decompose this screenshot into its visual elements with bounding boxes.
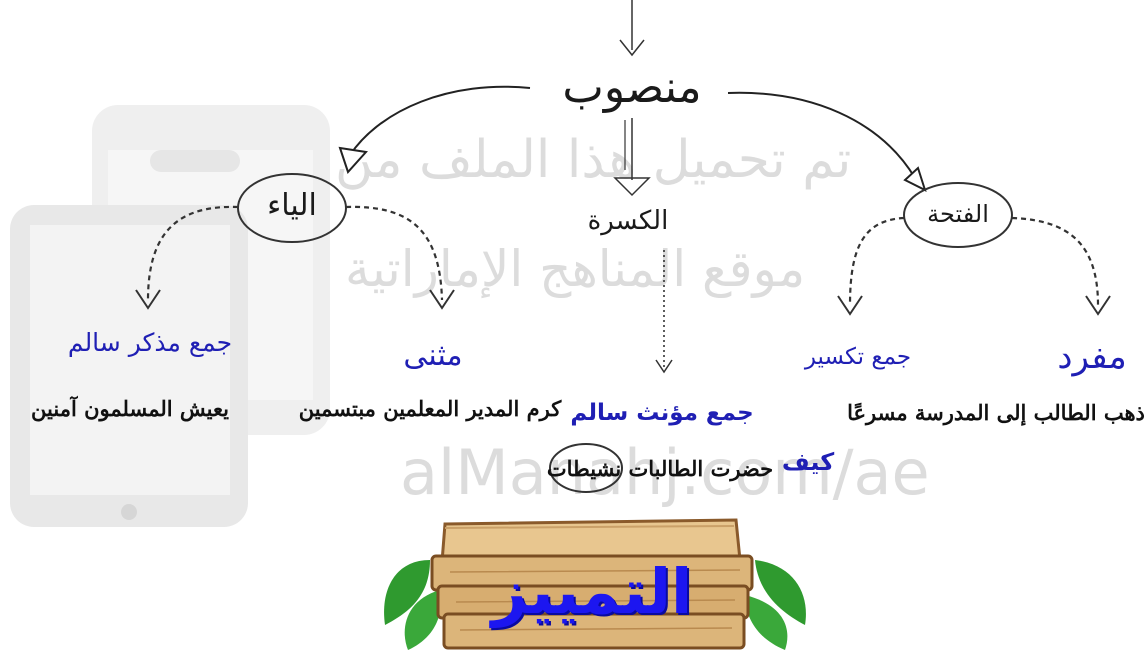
ya-right-dashed bbox=[345, 205, 444, 301]
fatha-right-dashed bbox=[1011, 216, 1100, 306]
example-jam-muannath: حضرت الطالبات نشيطات bbox=[546, 456, 774, 481]
watermark-line-1: تم تحميل هذا الملف من bbox=[335, 130, 852, 190]
fatha-ellipse bbox=[903, 182, 1013, 248]
label-jam-muannath: جمع مؤنث سالم bbox=[570, 400, 754, 426]
question-word: كيف bbox=[781, 448, 835, 476]
label-jam-mudhakkar: جمع مذكر سالم bbox=[67, 328, 233, 357]
label-mufrad: مفرد bbox=[1057, 337, 1127, 377]
ya-node: الياء bbox=[267, 188, 317, 223]
example-muthanna: كرم المدير المعلمين مبتسمين bbox=[298, 396, 562, 421]
watermark-line-3: alManahj.com/ae bbox=[400, 436, 930, 509]
ya-ellipse bbox=[237, 173, 347, 243]
label-jam-taksir: جمع تكسير bbox=[804, 344, 912, 370]
sign-title: التمييز bbox=[491, 555, 693, 628]
root-node: منصوب bbox=[562, 62, 702, 113]
root-to-ya-curve bbox=[349, 85, 531, 156]
leaf-icon bbox=[384, 560, 806, 650]
label-muthanna: مثنى bbox=[403, 338, 463, 373]
watermark-line-2: موقع المناهج الإماراتية bbox=[345, 240, 806, 298]
kasra-node: الكسرة bbox=[587, 206, 669, 236]
example-jam-mudhakkar: يعيش المسلمون آمنين bbox=[31, 396, 229, 421]
ya-left-dashed bbox=[146, 205, 239, 301]
example-word-circle bbox=[549, 443, 623, 493]
fatha-node: الفتحة bbox=[927, 200, 989, 228]
fatha-left-dashed bbox=[848, 216, 905, 306]
example-mufrad: ذهب الطالب إلى المدرسة مسرعًا bbox=[847, 400, 1145, 425]
root-to-fatha-curve bbox=[727, 91, 916, 179]
